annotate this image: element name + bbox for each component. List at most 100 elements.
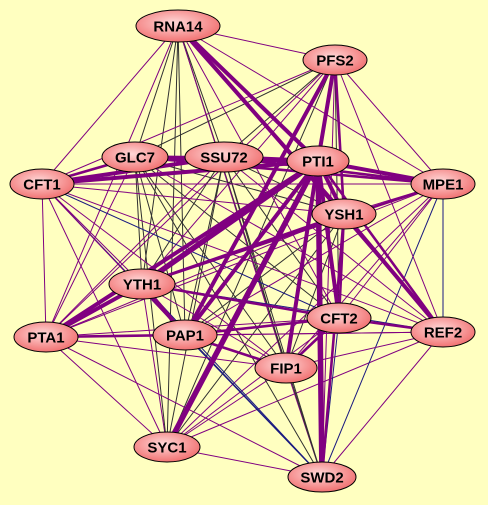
node-label: SSU72 [200,150,248,167]
edge-pfs2-cft1 [41,59,336,185]
node-ellipse[interactable] [287,461,357,493]
edge-ysh1-fip1 [285,213,345,369]
edge-pti1-ref2 [316,159,445,334]
node-cft1[interactable]: CFT1 [9,168,75,200]
edge-syc1-ssu72 [166,156,225,448]
node-label: FIP1 [270,361,302,378]
edge-ssu72-yth1 [141,156,225,285]
edge-rna14-pta1 [45,25,179,338]
edge-ysh1-ref2 [342,212,445,334]
edge-pta1-fip1 [45,336,287,369]
edge-glc7-pap1 [134,156,186,336]
node-ellipse[interactable] [410,316,476,348]
node-syc1[interactable]: SYC1 [133,431,201,463]
edge-ssu72-pap1 [184,156,225,336]
edge-syc1-pta1 [45,336,168,448]
edge-swd2-yth1 [141,283,323,478]
node-label: SYC1 [147,440,186,457]
edge-rna14-cft2 [177,25,340,319]
edge-syc1-ref2 [166,331,444,448]
edge-syc1-mpe1 [166,183,444,448]
edge-pti1-pap1 [183,159,320,337]
edge-swd2-ref2 [321,331,444,478]
node-pfs2[interactable]: PFS2 [302,44,368,76]
edge-syc1-cft1 [41,183,168,448]
node-label: CFT2 [320,311,358,328]
edge-ssu72-pta1 [45,156,225,338]
node-pap1[interactable]: PAP1 [152,319,218,351]
node-ellipse[interactable] [306,302,372,334]
edge-pfs2-yth1 [141,59,336,285]
edge-rna14-pti1 [176,24,320,163]
edge-pti1-syc1 [164,158,321,450]
node-label: SWD2 [300,470,343,487]
node-glc7[interactable]: GLC7 [101,141,169,173]
edge-swd2-glc7 [134,156,323,478]
node-label: PFS2 [316,53,354,70]
node-ellipse[interactable] [302,44,368,76]
node-label: PTI1 [302,154,334,171]
edge-pti1-fip1 [284,159,320,370]
node-ellipse[interactable] [311,198,377,230]
edge-pfs2-pti1 [316,58,337,163]
edge-cft1-yth1 [41,183,143,285]
node-label: YSH1 [324,207,363,224]
node-ellipse[interactable] [108,268,176,300]
edge-syc1-ysh1 [166,213,345,448]
node-label: PAP1 [166,328,204,345]
edge-swd2-pfs2 [321,59,336,478]
node-mpe1[interactable]: MPE1 [410,168,476,200]
edge-yth1-cft2 [140,282,341,320]
edge-mpe1-pap1 [184,183,444,336]
edge-pfs2-ssu72 [223,59,336,158]
edge-mpe1-cft2 [338,183,444,319]
node-ellipse[interactable] [410,168,476,200]
node-label: YTH1 [123,277,161,294]
node-ellipse[interactable] [286,145,350,177]
edge-swd2-mpe1 [321,183,444,478]
node-ellipse[interactable] [133,431,201,463]
edge-glc7-ref2 [134,156,444,333]
edge-swd2-ysh1 [320,212,346,479]
edge-ssu72-ref2 [223,156,444,333]
node-fip1[interactable]: FIP1 [254,352,318,384]
edge-syc1-glc7 [134,156,168,448]
edge-yth1-mpe1 [140,182,445,286]
node-ellipse[interactable] [135,9,221,43]
edge-syc1-yth1 [141,283,168,448]
node-ellipse[interactable] [184,141,264,173]
node-cft2[interactable]: CFT2 [306,302,372,334]
edge-glc7-pta1 [45,156,136,338]
edge-mpe1-fip1 [285,183,444,369]
node-ellipse[interactable] [152,319,218,351]
edge-pfs2-mpe1 [334,59,444,185]
node-ellipse[interactable] [9,168,75,200]
node-swd2[interactable]: SWD2 [287,461,357,493]
edge-pti1-yth1 [139,158,321,287]
edge-rna14-ssu72 [177,25,225,158]
edge-swd2-pta1 [45,336,323,478]
node-ysh1[interactable]: YSH1 [311,198,377,230]
edge-rna14-glc7 [134,25,179,158]
edge-rna14-cft1 [41,25,179,185]
edge-pti1-cft2 [316,159,341,320]
node-ellipse[interactable] [13,321,79,353]
edge-mpe1-pta1 [45,183,444,338]
node-yth1[interactable]: YTH1 [108,268,176,300]
node-pti1[interactable]: PTI1 [286,145,350,177]
node-label: MPE1 [423,177,464,194]
edge-cft1-pti1 [40,159,320,186]
edge-pfs2-ysh1 [333,58,346,216]
node-ssu72[interactable]: SSU72 [184,141,264,173]
node-label: CFT1 [23,177,61,194]
node-rna14[interactable]: RNA14 [135,9,221,43]
edge-cft1-pta1 [41,183,47,338]
node-label: RNA14 [153,19,203,36]
node-ellipse[interactable] [101,141,169,173]
node-ref2[interactable]: REF2 [410,316,476,348]
node-pta1[interactable]: PTA1 [13,321,79,353]
node-ellipse[interactable] [254,352,318,384]
